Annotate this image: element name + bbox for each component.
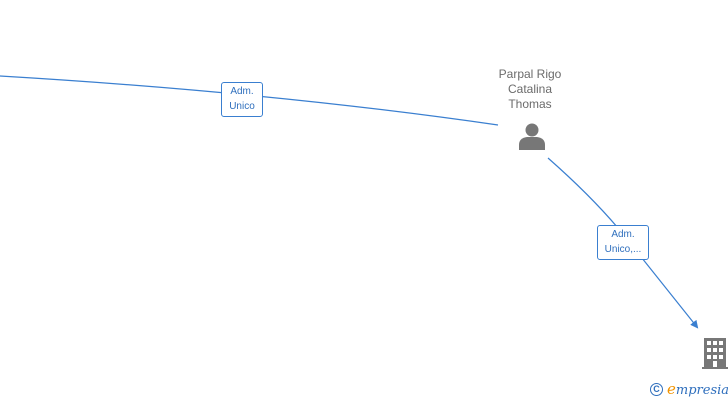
copyright-icon: C xyxy=(650,382,663,396)
edge-label-line: Unico xyxy=(229,101,255,112)
person-name-line: Parpal Rigo xyxy=(498,67,562,81)
edge-label-line: Unico,... xyxy=(604,244,642,255)
brand-watermark: C empresia xyxy=(650,378,728,400)
brand-name-initial: e xyxy=(667,380,676,398)
brand-name: empresia xyxy=(667,380,728,398)
brand-name-rest: mpresia xyxy=(675,383,728,398)
building-icon[interactable] xyxy=(702,338,728,370)
edge-label-line: Adm. xyxy=(611,229,635,240)
edge-label-line: Adm. xyxy=(230,86,254,97)
person-icon[interactable] xyxy=(517,121,547,151)
person-name-line: Thomas xyxy=(508,97,552,111)
edge-label-adm-unico[interactable]: Adm. Unico xyxy=(221,82,263,117)
person-name: Parpal Rigo Catalina Thomas xyxy=(470,67,590,112)
person-name-line: Catalina xyxy=(507,82,553,96)
edge-label-adm-unico-more[interactable]: Adm. Unico,... xyxy=(597,225,649,260)
